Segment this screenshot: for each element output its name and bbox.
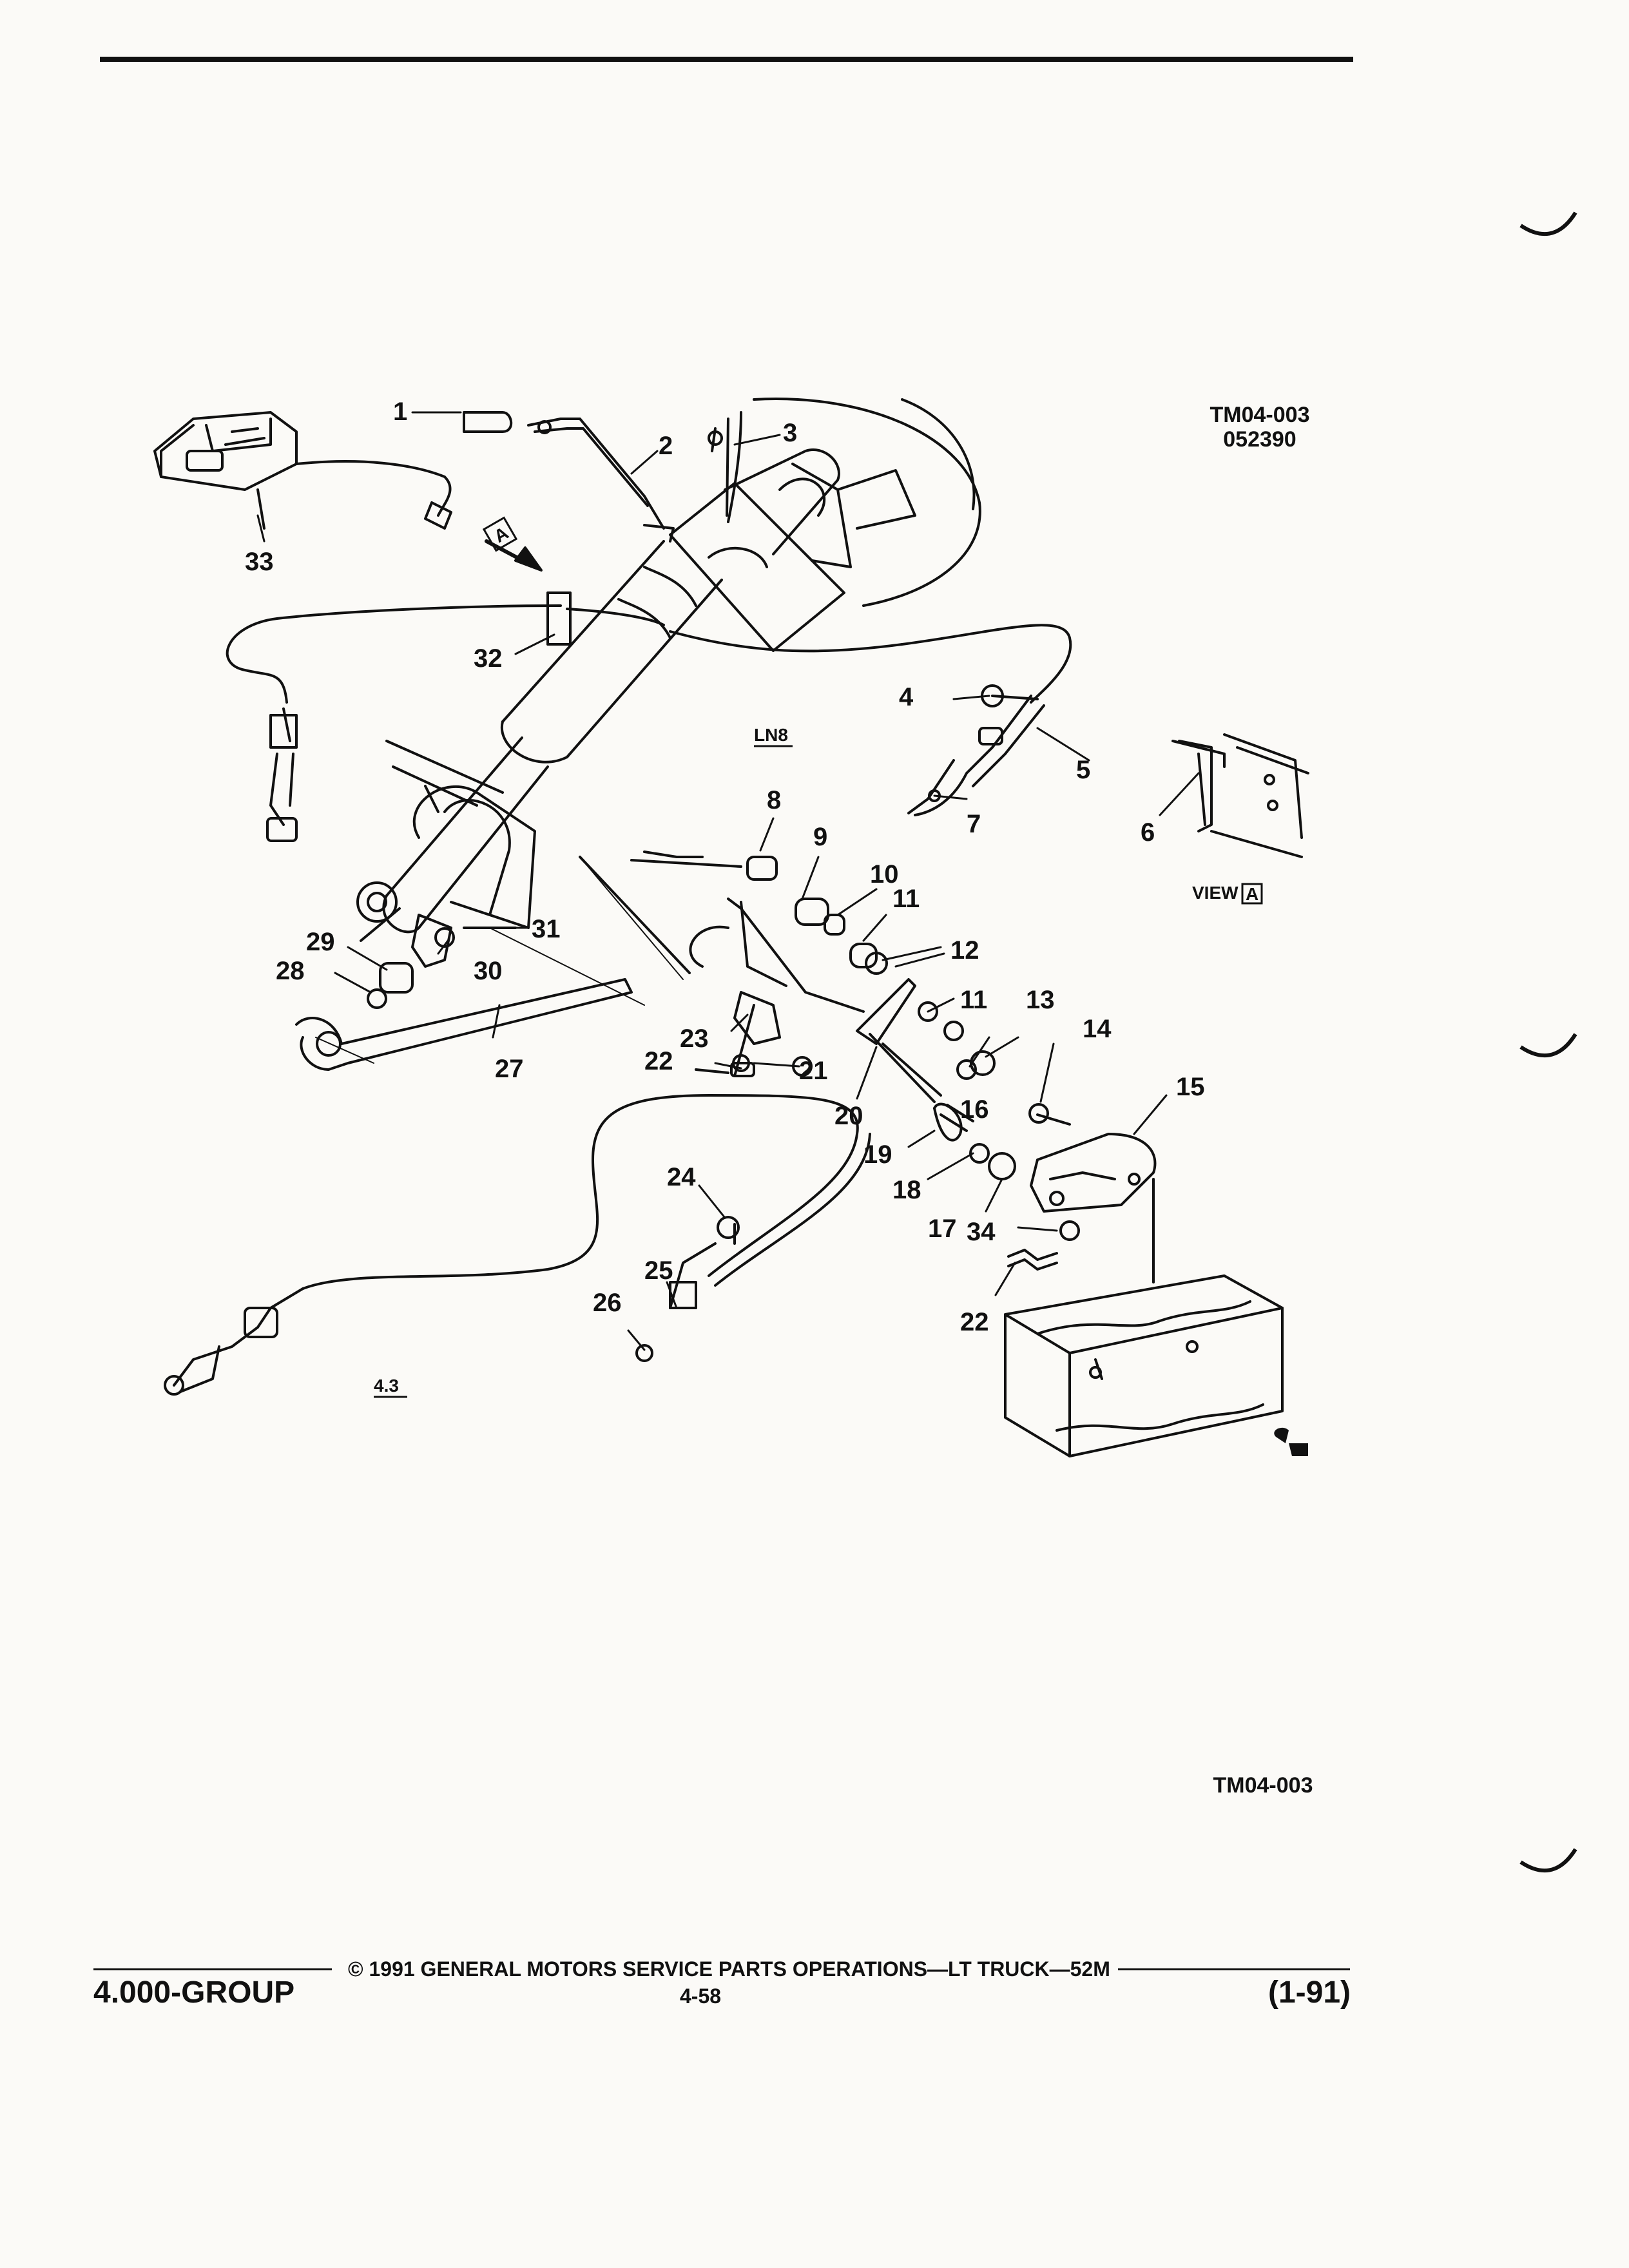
callout-25: 25 <box>644 1256 673 1285</box>
callout-28: 28 <box>276 957 305 985</box>
cable-loop-left <box>226 591 1072 842</box>
callout-22b: 22 <box>960 1308 989 1336</box>
callout-32: 32 <box>474 644 503 673</box>
brand-mark <box>1274 1427 1308 1456</box>
callout-23: 23 <box>680 1024 709 1053</box>
leader-lines <box>256 411 1200 1351</box>
footer-group: 4.000-GROUP <box>93 1975 295 2010</box>
view-a-label: VIEW A <box>1192 883 1263 905</box>
callout-1: 1 <box>393 398 407 426</box>
callout-10: 10 <box>870 860 899 889</box>
callout-26: 26 <box>593 1289 622 1317</box>
callout-6: 6 <box>1141 818 1155 847</box>
callout-19: 19 <box>863 1140 892 1169</box>
bracket-view-a <box>907 684 1309 858</box>
callout-2: 2 <box>659 432 673 460</box>
callout-11b: 11 <box>960 986 987 1014</box>
callout-7: 7 <box>967 810 981 838</box>
callout-8: 8 <box>767 786 781 814</box>
view-label-letter: A <box>1246 884 1258 904</box>
callout-5: 5 <box>1076 756 1090 784</box>
shift-linkage <box>579 850 996 1103</box>
figure-id-text: TM04-003 <box>1210 403 1310 427</box>
header-rule <box>100 57 1353 62</box>
callout-3: 3 <box>783 419 797 447</box>
footer-date: (1-91) <box>1268 1975 1351 2010</box>
engine-labels: LN8 4.3 <box>374 725 793 1398</box>
footer-rule-right <box>1118 1968 1350 1970</box>
callout-18: 18 <box>892 1176 921 1204</box>
callout-27: 27 <box>495 1055 524 1083</box>
footer-page-number: 4-58 <box>680 1984 722 2008</box>
callout-22a: 22 <box>644 1047 673 1075</box>
view-arrow-box: A <box>482 516 518 552</box>
callout-20: 20 <box>834 1102 863 1130</box>
cable-assembly-2 <box>463 411 729 543</box>
callout-12: 12 <box>950 936 979 965</box>
callout-34: 34 <box>967 1218 996 1246</box>
footer-copyright: © 1991 GENERAL MOTORS SERVICE PARTS OPER… <box>348 1957 1110 1981</box>
projection-lines <box>315 856 684 1064</box>
callout-labels: 1 2 3 4 5 6 7 8 9 10 11 12 11 13 14 15 1… <box>245 398 1205 1336</box>
shift-lever-27 <box>295 914 633 1071</box>
steering-wheel <box>727 398 981 607</box>
callout-9: 9 <box>813 823 827 851</box>
view-arrow <box>485 539 543 572</box>
callout-33: 33 <box>245 548 274 576</box>
callout-30: 30 <box>474 957 503 985</box>
figure-id-top: TM04-003 052390 <box>1195 403 1324 452</box>
cable-loop-lower <box>164 1094 871 1396</box>
callout-16: 16 <box>960 1095 989 1124</box>
callout-14: 14 <box>1083 1015 1112 1043</box>
callout-24: 24 <box>667 1163 696 1191</box>
footer-rule-left <box>93 1968 332 1970</box>
callout-13: 13 <box>1026 986 1055 1014</box>
engine-label-ln8: LN8 <box>754 725 788 745</box>
callout-21: 21 <box>799 1057 828 1085</box>
figure-date-text: 052390 <box>1223 427 1296 452</box>
callout-15: 15 <box>1176 1073 1205 1101</box>
engine-label-43: 4.3 <box>374 1376 399 1396</box>
channel-bracket <box>1004 1274 1284 1457</box>
view-label-text: VIEW <box>1192 883 1239 903</box>
callout-17: 17 <box>928 1215 957 1243</box>
mount-bracket-15 <box>933 1102 1157 1283</box>
binder-marks <box>1519 211 1577 1872</box>
callout-29: 29 <box>306 928 335 956</box>
callout-31: 31 <box>532 915 561 943</box>
switch-module-33 <box>153 411 452 530</box>
callout-11a: 11 <box>892 885 920 913</box>
steering-column <box>356 448 852 942</box>
figure-id-bottom: TM04-003 <box>1213 1773 1313 1798</box>
callout-4: 4 <box>899 683 914 711</box>
